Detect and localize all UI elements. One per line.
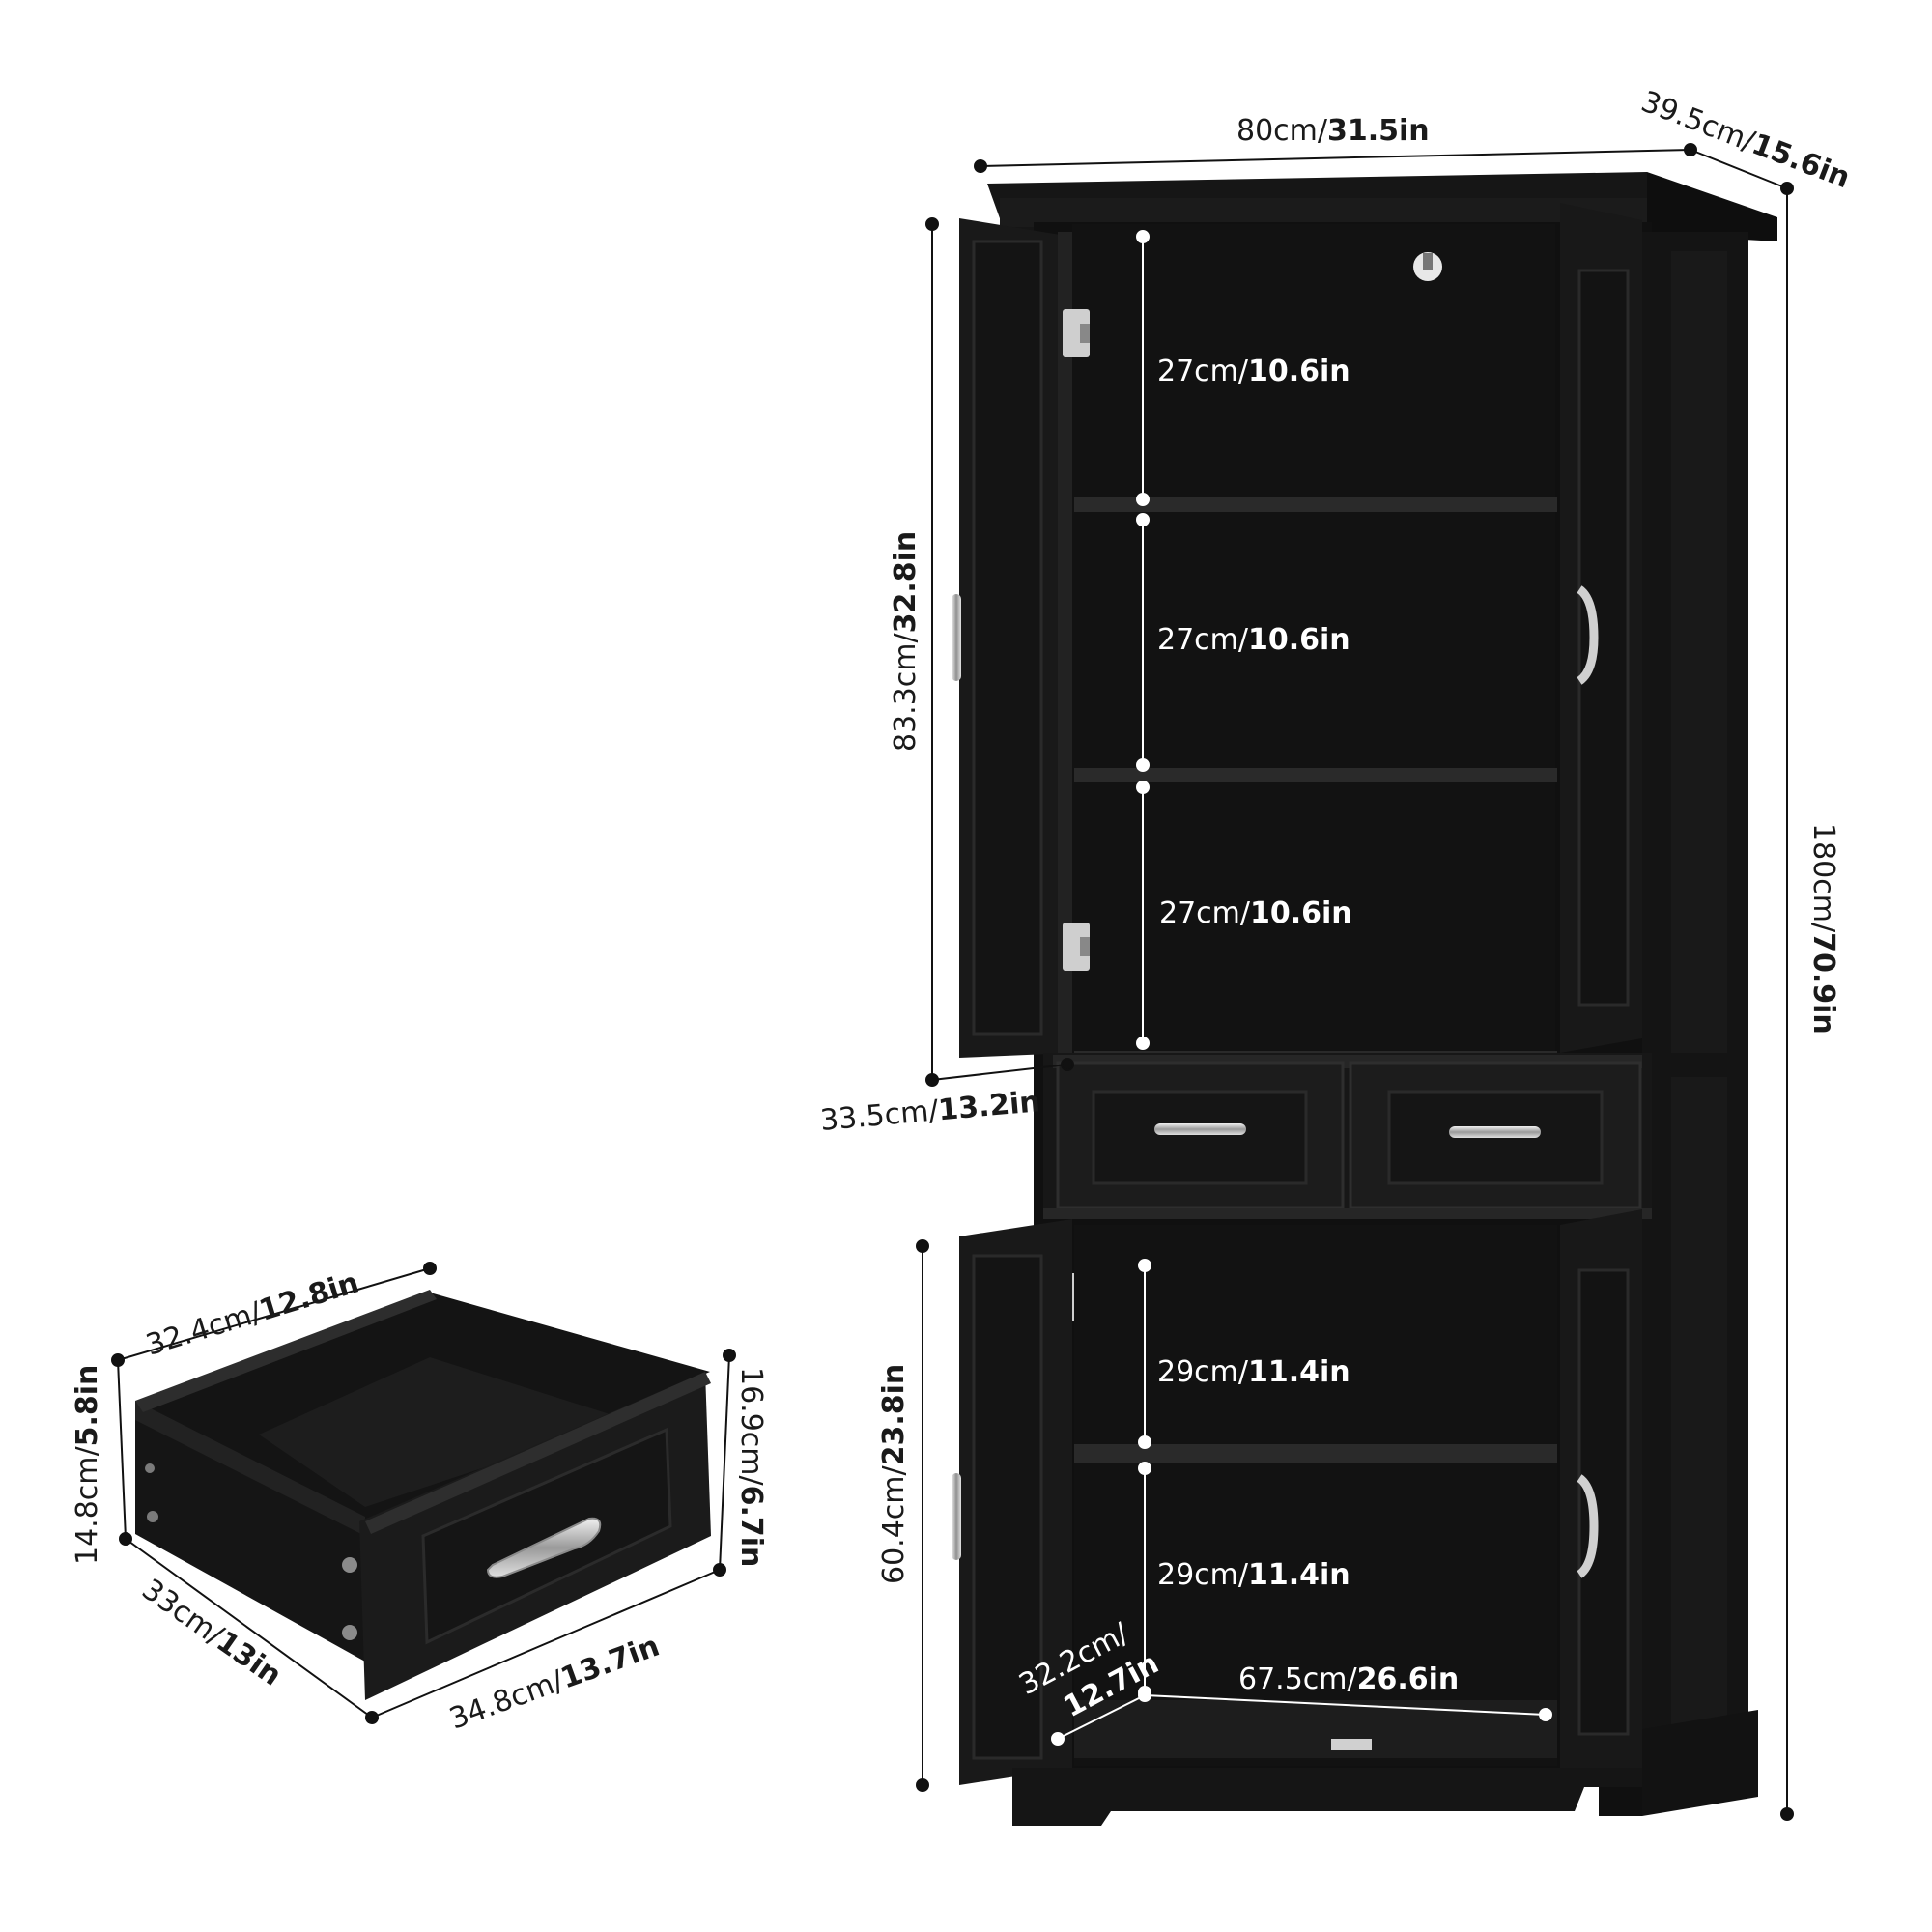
drawer-handle: [486, 1517, 602, 1578]
lower-shelf-1-label: 29cm/11.4in: [1157, 1355, 1350, 1389]
cabinet-plinth: [1012, 1768, 1642, 1826]
lower-shelf-2-label: 29cm/11.4in: [1157, 1558, 1350, 1592]
lower-interior: [1074, 1225, 1557, 1766]
upper-shelf-2-label: 27cm/10.6in: [1157, 623, 1350, 657]
upper-left-door: [959, 218, 1072, 1058]
drawer-left-side: [135, 1406, 365, 1662]
overall-depth-label: 39.5cm/15.6in: [1636, 85, 1855, 195]
upper-depth-label: 33.5cm/13.2in: [819, 1085, 1041, 1138]
hinge-icon: [1063, 923, 1090, 971]
upper-left-door-edge: [1058, 232, 1072, 1058]
upper-shelf-1-label: 27cm/10.6in: [1157, 355, 1350, 388]
screw-icon: [342, 1625, 357, 1640]
inner-dimension-markers: [1051, 230, 1552, 1746]
lower-right-door-handle: [1577, 1474, 1599, 1578]
hinge-icon: [1063, 309, 1090, 357]
drawer-right: [1349, 1061, 1642, 1209]
upper-shelf-1: [1074, 497, 1557, 512]
detached-drawer: [135, 1290, 711, 1700]
drawer-left-handle: [1154, 1123, 1246, 1135]
drawer-inner-height-label: 14.8cm/5.8in: [71, 1365, 104, 1565]
lower-right-door: [1560, 1209, 1642, 1787]
overall-width-label: 80cm/31.5in: [1236, 114, 1430, 148]
drawer-left: [1056, 1061, 1345, 1209]
screw-icon: [145, 1463, 155, 1473]
upper-shelf-3-label: 27cm/10.6in: [1159, 896, 1352, 930]
upper-left-door-handle: [952, 594, 961, 681]
screw-icon: [342, 1557, 357, 1573]
lower-left-door-handle: [952, 1473, 961, 1560]
lower-inner-width-label: 67.5cm/26.6in: [1238, 1662, 1459, 1696]
upper-right-door-handle: [1577, 585, 1599, 685]
lower-bottom: [1074, 1700, 1557, 1758]
drawer-front-inset: [421, 1427, 672, 1645]
floor-latch-icon: [1331, 1739, 1372, 1750]
upper-shelf-2: [1074, 768, 1557, 782]
drawer-front-height-label: 16.9cm/6.7in: [734, 1367, 768, 1567]
lower-shelf-1: [1074, 1444, 1557, 1463]
lower-left-door: [959, 1219, 1072, 1785]
drawer-right-handle: [1449, 1126, 1541, 1138]
screw-icon: [147, 1511, 158, 1522]
dimension-lines: [111, 143, 1794, 1821]
drawer-inner-floor: [259, 1357, 628, 1507]
lower-height-label: 60.4cm/23.8in: [877, 1364, 911, 1584]
upper-right-door: [1560, 203, 1642, 1053]
pantry-cabinet: [952, 172, 1777, 1826]
upper-interior: [1072, 224, 1555, 1057]
overall-height-label: 180cm/70.9in: [1806, 823, 1840, 1035]
upper-height-label: 83.3cm/32.8in: [889, 531, 923, 752]
